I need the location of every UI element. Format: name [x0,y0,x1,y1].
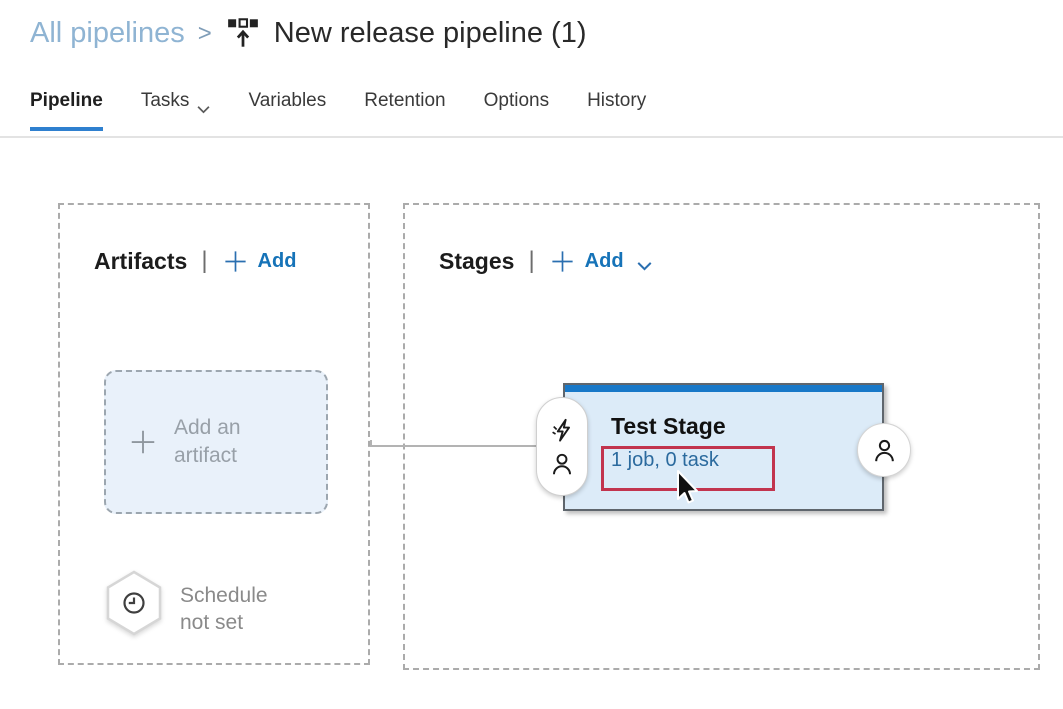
breadcrumb: All pipelines > New release pipeline (1) [30,13,587,53]
page-title: New release pipeline (1) [273,16,587,49]
tab-options-label: Options [483,90,550,111]
breadcrumb-all-pipelines-link[interactable]: All pipelines [30,16,185,49]
stages-header: Stages | Add [439,247,652,275]
tab-pipeline-label: Pipeline [30,90,103,111]
tab-bar: Pipeline Tasks Variables Retention Optio… [30,90,646,131]
add-stage-label: Add [584,249,624,272]
plus-icon [549,248,576,275]
schedule-line2: not set [180,611,244,635]
approver-person-icon [549,451,575,477]
breadcrumb-separator: > [197,20,212,47]
stage-card-accent-bar [565,385,882,392]
tab-history-label: History [587,90,647,111]
pre-deployment-conditions-button[interactable] [536,397,588,496]
artifacts-title: Artifacts [94,247,188,274]
artifact-stage-connector [370,445,540,447]
artifacts-header: Artifacts | Add [94,247,296,275]
approver-person-icon [871,437,897,463]
stage-name: Test Stage [611,413,726,439]
tab-history[interactable]: History [587,90,646,131]
artifact-stage-connector-hook [370,440,372,446]
schedule-status-text: Schedule not set [180,570,268,637]
post-deployment-conditions-button[interactable] [857,423,911,477]
stages-title: Stages [439,247,515,274]
add-an-artifact-dropzone[interactable]: Add an artifact [104,370,328,514]
tab-tasks-label: Tasks [140,90,190,111]
tab-retention-label: Retention [364,90,446,111]
plus-icon [128,427,158,457]
schedule-hexagon-button[interactable] [106,570,162,636]
artifacts-panel: Artifacts | Add Add an artifact [58,203,370,665]
release-pipeline-icon [227,17,259,49]
chevron-down-icon [197,98,210,114]
add-stage-button[interactable]: Add [549,248,652,275]
stage-card-test-stage[interactable]: Test Stage 1 job, 0 task [563,383,884,511]
tab-variables[interactable]: Variables [248,90,326,131]
tabbar-divider [0,136,1063,138]
tab-options[interactable]: Options [484,90,549,131]
chevron-down-icon [637,258,652,271]
stages-header-divider: | [528,247,535,274]
schedule-trigger: Schedule not set [106,570,268,637]
add-artifact-button[interactable]: Add [222,248,297,275]
add-artifact-label: Add [257,249,297,272]
schedule-line1: Schedule [180,584,268,607]
stage-jobs-tasks-link[interactable]: 1 job, 0 task [611,449,719,471]
tab-retention[interactable]: Retention [364,90,445,131]
plus-icon [222,248,249,275]
tab-variables-label: Variables [248,90,327,111]
tab-tasks[interactable]: Tasks [141,90,211,131]
trigger-lightning-icon [549,417,576,444]
artifacts-header-divider: | [201,247,208,274]
add-an-artifact-label: Add an artifact [174,415,241,467]
tab-pipeline[interactable]: Pipeline [30,90,103,131]
clock-icon [123,592,145,614]
